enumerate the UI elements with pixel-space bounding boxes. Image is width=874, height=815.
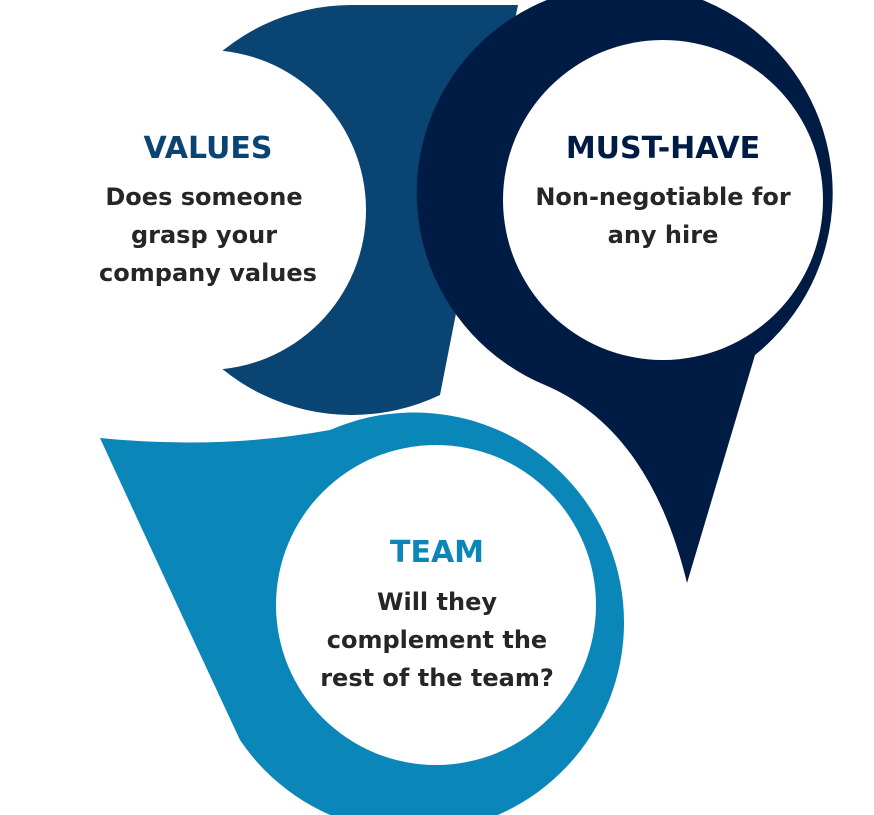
must-have-line-1: Non-negotiable for: [535, 183, 791, 211]
team-line-3: rest of the team?: [320, 664, 554, 692]
must-have-title: MUST-HAVE: [566, 131, 760, 166]
values-line-2: grasp your: [131, 221, 277, 249]
team-line-2: complement the: [327, 626, 547, 654]
must-have-circle: [503, 40, 823, 360]
team-pin: TEAM Will they complement the rest of th…: [100, 412, 624, 815]
values-circle: [46, 50, 366, 370]
must-have-line-2: any hire: [608, 221, 719, 249]
must-have-pin: MUST-HAVE Non-negotiable for any hire: [416, 0, 833, 583]
team-title: TEAM: [390, 535, 484, 570]
values-line-1: Does someone: [105, 183, 302, 211]
values-line-3: company values: [99, 259, 317, 287]
values-pin: VALUES Does someone grasp your company v…: [46, 4, 518, 415]
values-title: VALUES: [144, 131, 273, 166]
team-circle: [276, 445, 596, 765]
team-line-1: Will they: [377, 588, 497, 616]
